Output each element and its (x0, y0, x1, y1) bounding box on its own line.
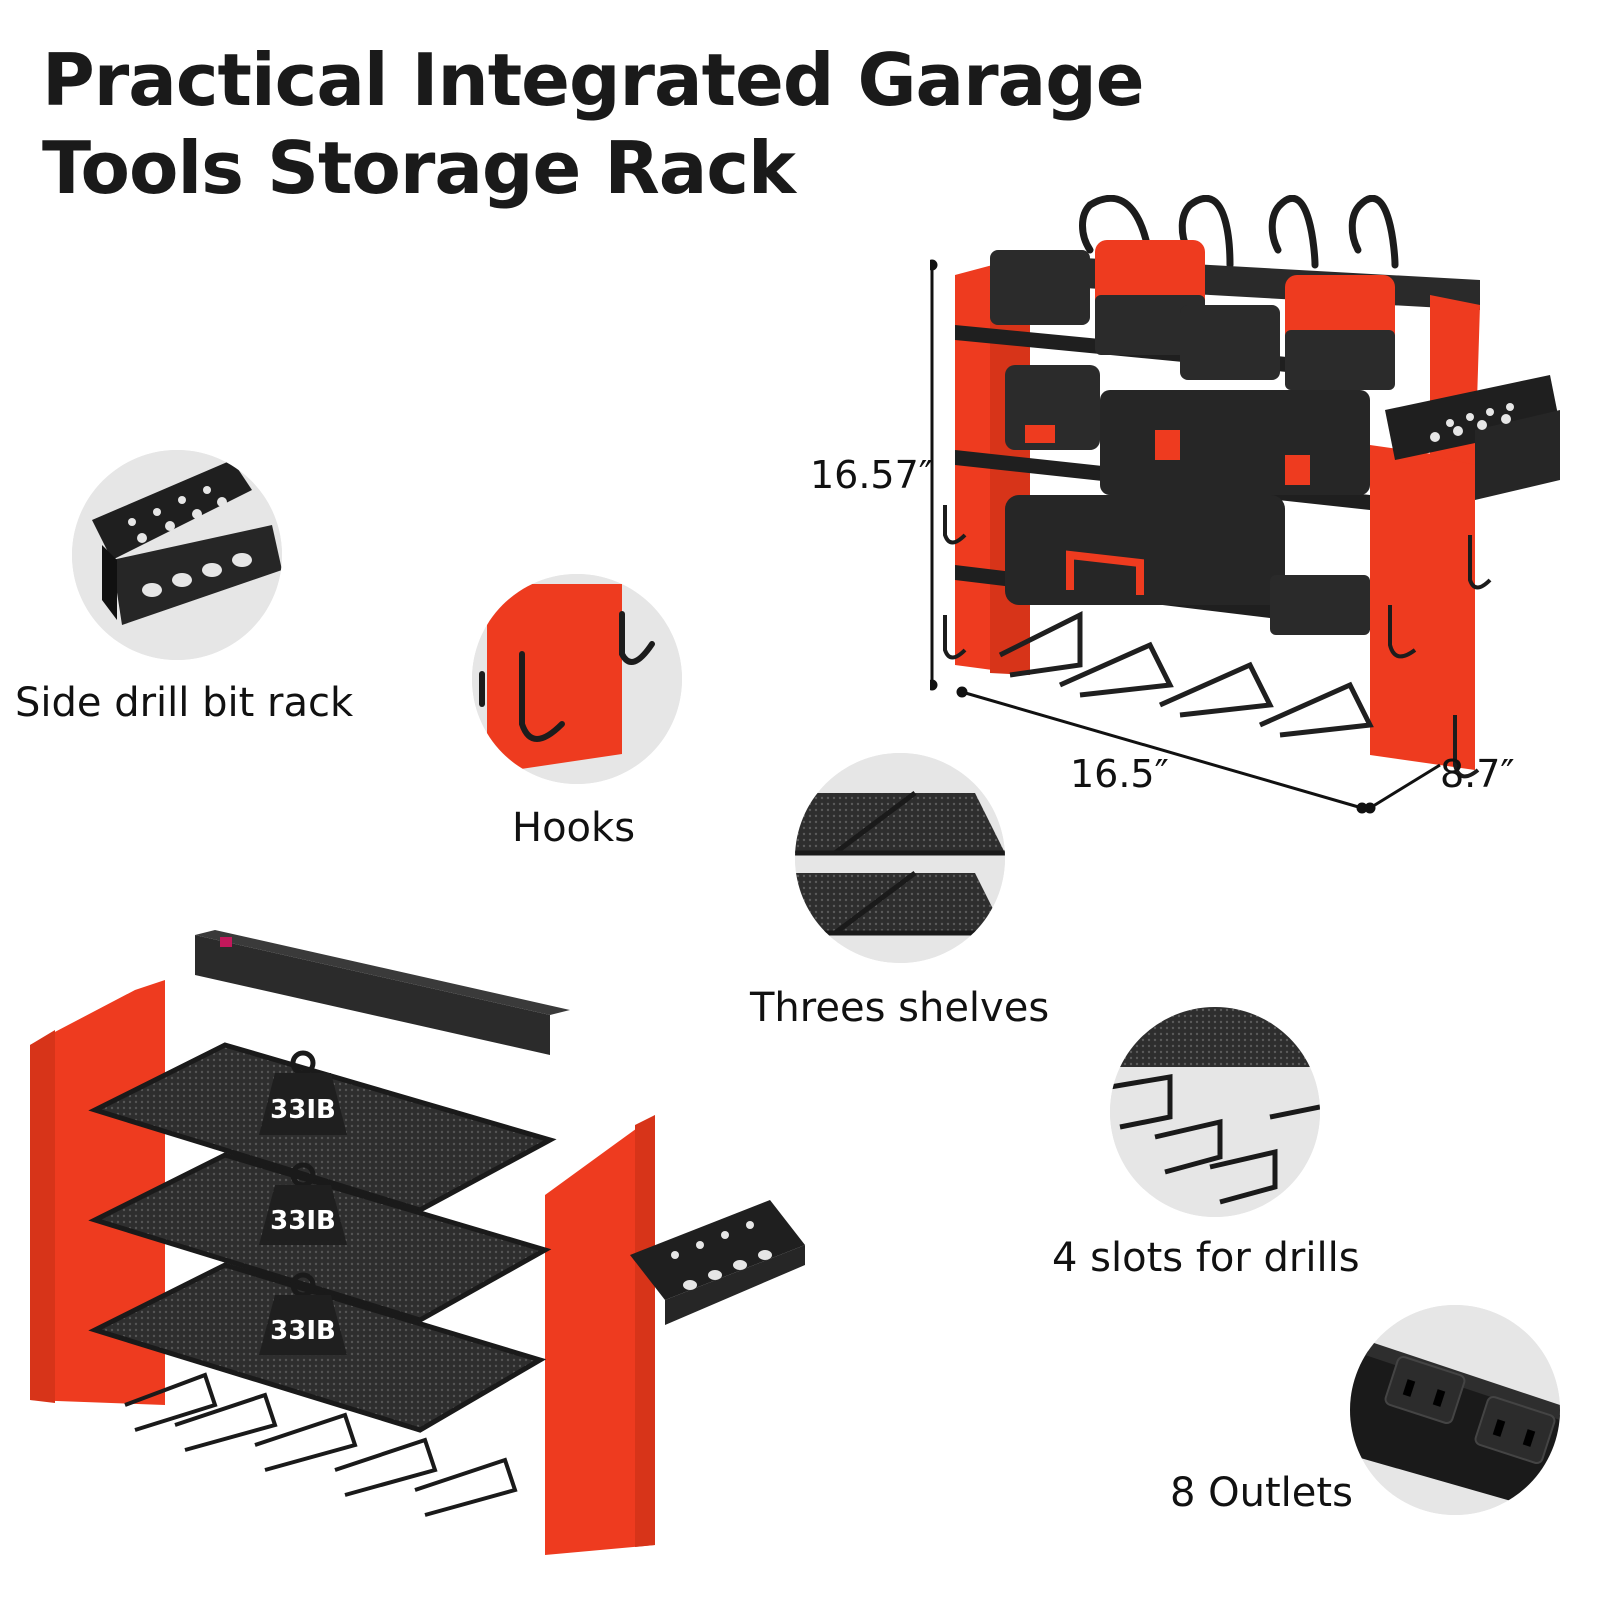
outlets-label: 8 Outlets (1170, 1470, 1353, 1516)
shelf-load-middle: 33IB (270, 1206, 336, 1236)
drill-bit-rack-detail-image (72, 450, 282, 660)
outlets-detail-image (1350, 1305, 1560, 1515)
hooks-detail-image (472, 574, 682, 784)
width-dimension-label: 16.5″ (1070, 752, 1169, 796)
shelves-label: Threes shelves (750, 985, 1050, 1031)
title-line-2: Tools Storage Rack (42, 126, 796, 210)
drill-bit-rack-label: Side drill bit rack (15, 680, 354, 726)
shelves-detail-image (795, 753, 1005, 963)
exploded-view-illustration: 33IB 33IB 33IB (25, 925, 815, 1565)
drill-slots-detail-image (1110, 1007, 1320, 1217)
title-line-1: Practical Integrated Garage (42, 38, 1145, 122)
assembled-rack-illustration (930, 195, 1570, 815)
shelf-load-bottom: 33IB (270, 1316, 336, 1346)
shelf-load-top: 33IB (270, 1095, 336, 1125)
height-dimension-label: 16.57″ (810, 453, 933, 497)
page-title: Practical Integrated Garage Tools Storag… (42, 36, 1145, 212)
depth-dimension-label: 8.7″ (1440, 752, 1515, 796)
drill-slots-label: 4 slots for drills (1052, 1235, 1360, 1281)
hooks-label: Hooks (512, 805, 636, 851)
